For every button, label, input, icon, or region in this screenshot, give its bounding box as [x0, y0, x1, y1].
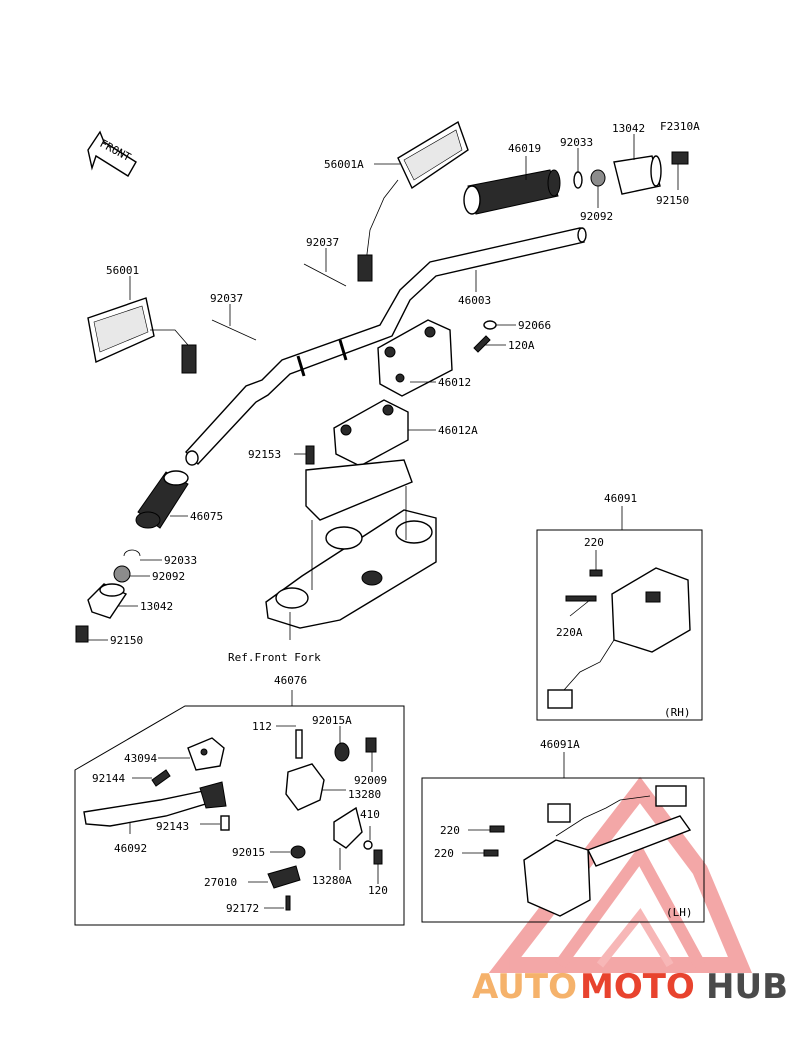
bolt-92150-left — [75, 625, 89, 643]
screw-220A — [565, 595, 597, 602]
holder-46012 — [377, 319, 453, 397]
screw-220-lh-1 — [489, 825, 505, 833]
label-46012A: 46012A — [438, 424, 478, 437]
handlebar-46003 — [185, 227, 587, 466]
holder-46012A — [333, 399, 409, 467]
spring-92144 — [151, 769, 171, 787]
leader-lines — [88, 134, 679, 909]
label-13042-left: 13042 — [140, 600, 173, 613]
bracket-43094 — [187, 737, 225, 771]
holder-13280A — [333, 806, 363, 849]
bolt-112 — [295, 729, 303, 759]
lever-46092 — [83, 781, 227, 827]
label-220-rh: 220 — [584, 536, 604, 549]
weight-13042-left — [87, 583, 128, 619]
label-46003: 46003 — [458, 294, 491, 307]
washer-92066 — [483, 320, 497, 330]
ring-92033-left — [123, 549, 141, 557]
clamp-92037-lower — [211, 319, 257, 341]
label-13280A: 13280A — [312, 874, 352, 887]
bolt-92153 — [305, 445, 315, 465]
label-46075: 46075 — [190, 510, 223, 523]
label-92037-upper: 92037 — [306, 236, 339, 249]
grip-46019 — [463, 169, 561, 215]
mirror-56001 — [87, 297, 197, 374]
clamp-92037-upper — [303, 263, 347, 287]
label-46091: 46091 — [604, 492, 637, 505]
screw-92172 — [285, 895, 291, 911]
washer-92015 — [290, 845, 306, 859]
label-92172: 92172 — [226, 902, 259, 915]
weight-13042-top — [613, 155, 662, 195]
bushing-92092-left — [113, 565, 131, 583]
label-220-lh-1: 220 — [440, 824, 460, 837]
label-rh: (RH) — [664, 706, 691, 719]
part-labels: 56001A 46019 92033 13042 92150 92092 920… — [92, 122, 693, 919]
pin-92143 — [220, 815, 230, 831]
screw-220-lh-2 — [483, 849, 499, 857]
label-56001A: 56001A — [324, 158, 364, 171]
washer-92015A — [334, 742, 350, 762]
label-92150-top: 92150 — [656, 194, 689, 207]
label-120: 120 — [368, 884, 388, 897]
bolt-92009 — [365, 737, 377, 753]
label-46092: 46092 — [114, 842, 147, 855]
label-92092-top: 92092 — [580, 210, 613, 223]
label-46012: 46012 — [438, 376, 471, 389]
switch-46091 — [547, 567, 691, 709]
label-220A: 220A — [556, 626, 583, 639]
switch-27010 — [267, 865, 301, 889]
label-92009: 92009 — [354, 774, 387, 787]
label-92015A: 92015A — [312, 714, 352, 727]
grip-46075 — [135, 470, 189, 529]
label-92066: 92066 — [518, 319, 551, 332]
screw-120 — [373, 849, 383, 865]
lever-assembly-box — [74, 705, 405, 926]
label-92037-lower: 92037 — [210, 292, 243, 305]
watermark-text: AUTO MOTO HUB — [472, 967, 788, 1007]
label-43094: 43094 — [124, 752, 157, 765]
label-92033-top: 92033 — [560, 136, 593, 149]
label-92143: 92143 — [156, 820, 189, 833]
label-46019: 46019 — [508, 142, 541, 155]
label-46076: 46076 — [274, 674, 307, 687]
watermark-part-2: MOTO — [580, 967, 695, 1007]
bolt-120A — [473, 335, 491, 353]
ref-front-fork-label: Ref.Front Fork — [228, 651, 321, 664]
rh-switch-box — [536, 529, 703, 721]
label-13280: 13280 — [348, 788, 381, 801]
switch-46091A — [523, 785, 692, 917]
upper-bracket-fork — [265, 459, 437, 640]
holder-13280 — [285, 763, 325, 811]
label-92153: 92153 — [248, 448, 281, 461]
label-13042-top: 13042 — [612, 122, 645, 135]
label-92150-left: 92150 — [110, 634, 143, 647]
label-56001: 56001 — [106, 264, 139, 277]
label-92015: 92015 — [232, 846, 265, 859]
label-410: 410 — [360, 808, 380, 821]
figure-code: F2310A — [660, 120, 700, 133]
label-46091A: 46091A — [540, 738, 580, 751]
bolt-92150-top — [671, 151, 689, 165]
watermark-part-1: AUTO — [472, 967, 577, 1007]
ring-92033-top — [573, 171, 583, 189]
nut-410 — [363, 840, 373, 850]
label-lh: (LH) — [666, 906, 693, 919]
label-120A: 120A — [508, 339, 535, 352]
front-arrow-icon: FRONT — [87, 130, 137, 177]
label-92033-left: 92033 — [164, 554, 197, 567]
label-92092-left: 92092 — [152, 570, 185, 583]
watermark-part-3: HUB — [706, 967, 788, 1007]
bushing-92092-top — [590, 169, 606, 187]
label-112: 112 — [252, 720, 272, 733]
mirror-56001A — [357, 120, 469, 282]
label-220-lh-2: 220 — [434, 847, 454, 860]
lh-switch-box — [421, 777, 705, 923]
label-92144: 92144 — [92, 772, 125, 785]
screw-220-rh — [589, 569, 603, 577]
label-27010: 27010 — [204, 876, 237, 889]
